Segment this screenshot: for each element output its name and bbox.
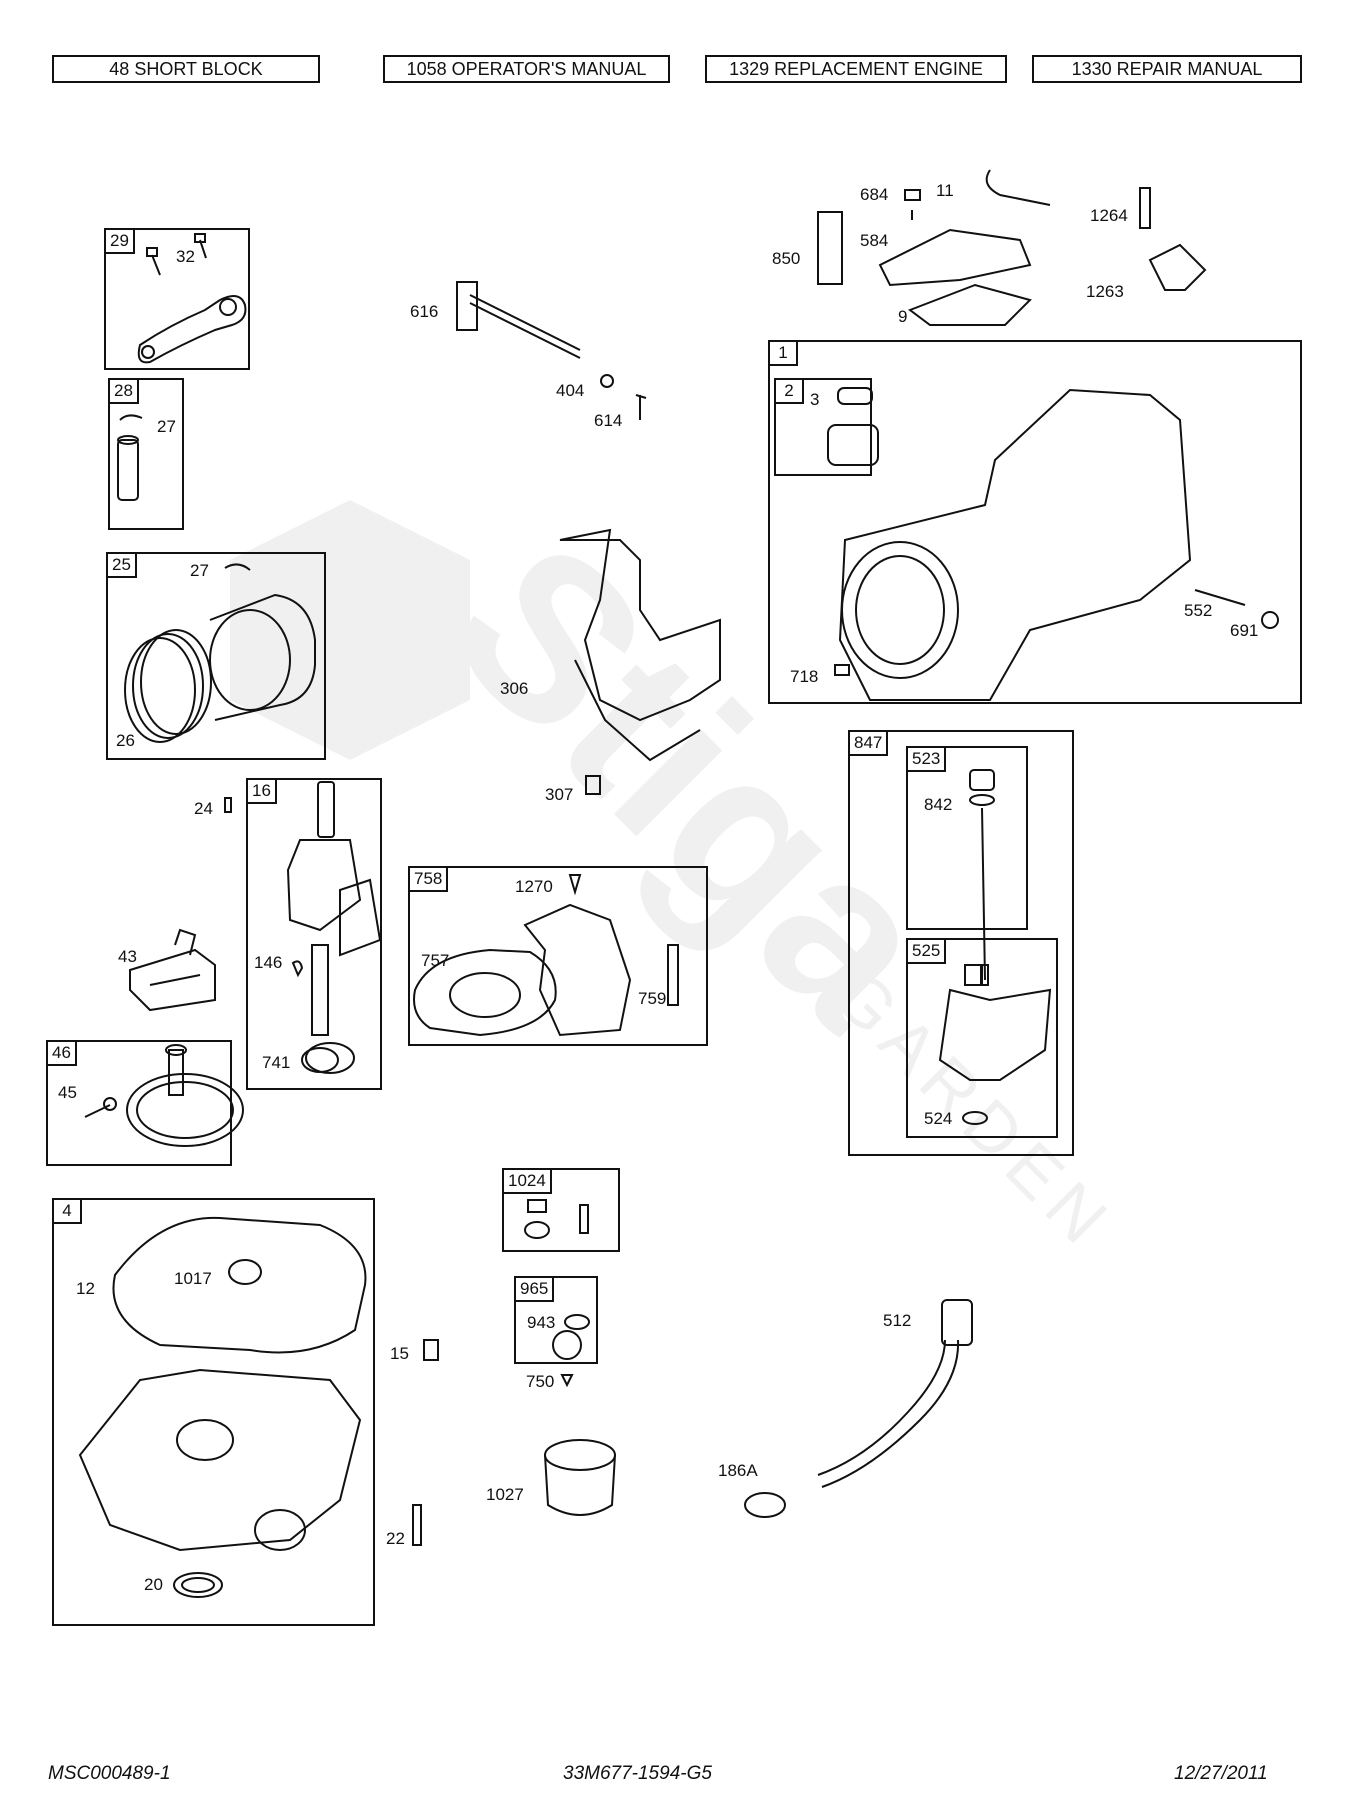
box-label: 1024: [502, 1168, 552, 1194]
box-label: 523: [906, 746, 947, 772]
part-box-4[interactable]: 4: [52, 1198, 375, 1626]
model-number: 33M677-1594-G5: [563, 1763, 712, 1784]
part-box-758[interactable]: 758: [408, 866, 708, 1046]
callout-12[interactable]: 12: [76, 1279, 95, 1298]
callout-186A[interactable]: 186A: [718, 1461, 758, 1480]
document-date: 12/27/2011: [1174, 1763, 1268, 1784]
box-label: 847: [848, 730, 889, 756]
callout-404[interactable]: 404: [556, 381, 585, 400]
part-box-16[interactable]: 16: [246, 778, 382, 1090]
part-box-1[interactable]: 1: [768, 340, 1302, 704]
callout-1017[interactable]: 1017: [174, 1269, 212, 1288]
callout-306[interactable]: 306: [500, 679, 529, 698]
box-label: 4: [52, 1198, 82, 1224]
part-box-523[interactable]: 523: [906, 746, 1028, 930]
box-label: 28: [108, 378, 139, 404]
callout-11[interactable]: 11: [936, 181, 954, 200]
drain-hose-drawing: [744, 1299, 973, 1518]
callout-20[interactable]: 20: [144, 1575, 163, 1594]
part-box-847[interactable]: 847: [848, 730, 1074, 1156]
box-label: 965: [514, 1276, 555, 1302]
callout-614[interactable]: 614: [594, 411, 623, 430]
air-guide-drawing: [559, 528, 721, 795]
callout-512[interactable]: 512: [883, 1311, 912, 1330]
box-label: 525: [906, 938, 947, 964]
part-box-2[interactable]: 2: [774, 378, 872, 476]
callout-552[interactable]: 552: [1184, 601, 1213, 620]
callout-757[interactable]: 757: [421, 951, 450, 970]
callout-691[interactable]: 691: [1230, 621, 1259, 640]
document-id: MSC000489-1: [48, 1763, 171, 1784]
cam-gear-drawing: [84, 1044, 244, 1147]
part-box-525[interactable]: 525: [906, 938, 1058, 1138]
callout-842[interactable]: 842: [924, 795, 953, 814]
callout-750[interactable]: 750: [526, 1372, 555, 1391]
callout-584[interactable]: 584: [860, 231, 889, 250]
callout-9[interactable]: 9: [898, 307, 908, 326]
crankcase-drawing: [827, 387, 1279, 701]
callout-3[interactable]: 3: [810, 390, 820, 409]
callout-1263[interactable]: 1263: [1086, 282, 1124, 301]
callout-850[interactable]: 850: [772, 249, 801, 268]
box-label: 1: [768, 340, 798, 366]
callout-22[interactable]: 22: [386, 1529, 405, 1548]
callout-616[interactable]: 616: [410, 302, 439, 321]
callout-43[interactable]: 43: [118, 947, 137, 966]
box-label: 25: [106, 552, 137, 578]
callout-146[interactable]: 146: [254, 953, 283, 972]
oil-filter-drawing: [544, 1439, 616, 1516]
callout-943[interactable]: 943: [527, 1313, 556, 1332]
dipstick-drawing: [938, 769, 1052, 1125]
callout-759[interactable]: 759: [638, 989, 667, 1008]
part-box-28[interactable]: 28: [108, 378, 184, 530]
callout-307[interactable]: 307: [545, 785, 574, 804]
callout-15[interactable]: 15: [390, 1344, 409, 1363]
governor-rod-drawing: [456, 281, 647, 420]
governor-drawing: [129, 928, 216, 1012]
callout-1264[interactable]: 1264: [1090, 206, 1128, 225]
replacement-engine-button[interactable]: 1329 REPLACEMENT ENGINE: [705, 55, 1007, 83]
part-box-25[interactable]: 25: [106, 552, 326, 760]
connecting-rod-drawing: [137, 233, 247, 364]
callout-718[interactable]: 718: [790, 667, 819, 686]
callout-524[interactable]: 524: [924, 1109, 953, 1128]
callout-24[interactable]: 24: [194, 799, 213, 818]
callout-27[interactable]: 27: [190, 561, 209, 580]
callout-684[interactable]: 684: [860, 185, 889, 204]
box-label: 758: [408, 866, 449, 892]
part-box-29[interactable]: 29: [104, 228, 250, 370]
repair-manual-button[interactable]: 1330 REPAIR MANUAL: [1032, 55, 1302, 83]
bracket-drawing: [413, 874, 679, 1037]
callout-741[interactable]: 741: [262, 1053, 291, 1072]
part-box-1024[interactable]: 1024: [502, 1168, 620, 1252]
box-label: 2: [774, 378, 804, 404]
callout-27[interactable]: 27: [157, 417, 176, 436]
callout-45[interactable]: 45: [58, 1083, 77, 1102]
piston-drawing: [124, 563, 316, 743]
callout-1027[interactable]: 1027: [486, 1485, 524, 1504]
callout-26[interactable]: 26: [116, 731, 135, 750]
oil-pan-drawing: [78, 1216, 367, 1598]
callout-1270[interactable]: 1270: [515, 877, 553, 896]
part-box-965[interactable]: 965: [514, 1276, 598, 1364]
box-label: 46: [46, 1040, 77, 1066]
box-label: 16: [246, 778, 277, 804]
box-label: 29: [104, 228, 135, 254]
piston-pin-drawing: [117, 414, 143, 501]
callout-32[interactable]: 32: [176, 247, 195, 266]
operators-manual-button[interactable]: 1058 OPERATOR'S MANUAL: [383, 55, 670, 83]
short-block-button[interactable]: 48 SHORT BLOCK: [52, 55, 320, 83]
part-box-46[interactable]: 46: [46, 1040, 232, 1166]
